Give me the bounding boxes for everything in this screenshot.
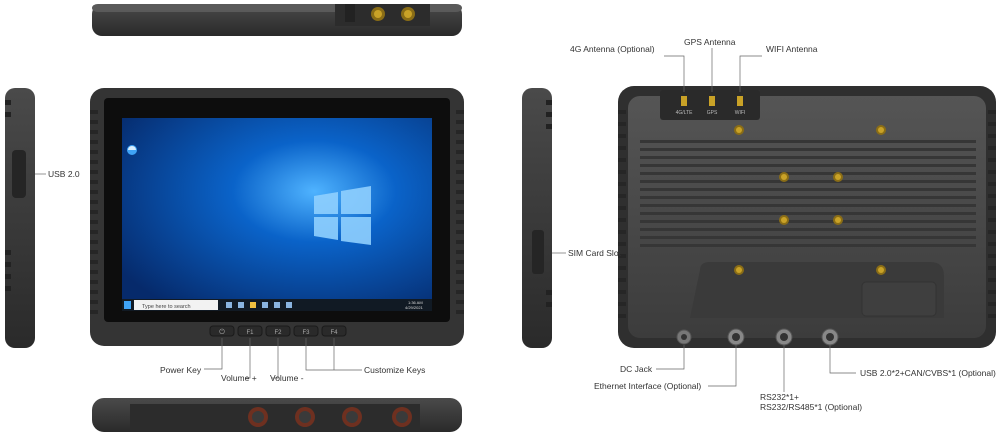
cooling-fins — [640, 140, 976, 247]
label-dc-jack: DC Jack — [620, 364, 653, 374]
taskbar-search-box — [134, 300, 218, 310]
label-rs232-line1: RS232*1+ — [760, 392, 799, 402]
bottom-edge-view — [92, 398, 462, 432]
key-f2: F2 — [274, 330, 282, 336]
top-gold-connector-1 — [371, 7, 385, 21]
taskview-icon — [226, 302, 232, 308]
label-volume-plus: Volume + — [221, 373, 257, 383]
back-bottom-connectors — [676, 328, 839, 346]
usb-port-cover — [12, 150, 26, 198]
antenna-wifi-marking: WIFI — [735, 110, 746, 116]
function-keys: ⏻ F1 F2 F3 F4 — [209, 325, 347, 337]
key-f1: F1 — [246, 330, 254, 336]
edge-icon — [127, 145, 137, 155]
key-f3: F3 — [302, 330, 310, 336]
taskbar-search-placeholder: Type here to search — [142, 304, 191, 310]
label-power-key: Power Key — [160, 365, 202, 375]
mount-screws — [734, 125, 886, 275]
leader-lines — [35, 48, 856, 392]
antenna-4g-connector — [681, 96, 687, 106]
antenna-gps-connector — [709, 96, 715, 106]
bottom-connector-1 — [248, 407, 268, 427]
tablet-screen: Type here to search 1:36 AM 4/29/2021 — [122, 118, 432, 311]
right-side-view — [522, 88, 552, 348]
top-edge-view — [92, 4, 462, 36]
start-button-icon — [124, 301, 131, 309]
label-sim-card-slot: SIM Card Slot — [568, 248, 621, 258]
antenna-gps-marking: GPS — [707, 110, 718, 116]
mail-icon — [274, 302, 280, 308]
antenna-wifi-connector — [737, 96, 743, 106]
left-side-view — [5, 88, 35, 348]
label-usb20: USB 2.0 — [48, 169, 80, 179]
label-ethernet-interface: Ethernet Interface (Optional) — [594, 381, 702, 391]
label-volume-minus: Volume - — [270, 373, 304, 383]
bottom-connector-4 — [392, 407, 412, 427]
top-gold-connector-2 — [401, 7, 415, 21]
taskbar-date: 4/29/2021 — [405, 305, 424, 310]
bottom-connector-2 — [295, 407, 315, 427]
front-view: Type here to search 1:36 AM 4/29/2021 ⏻ … — [90, 88, 464, 346]
label-gps-antenna: GPS Antenna — [684, 37, 736, 47]
antenna-4g-marking: 4G/LTE — [676, 110, 694, 116]
bottom-connector-3 — [342, 407, 362, 427]
label-4g-antenna: 4G Antenna (Optional) — [570, 44, 655, 54]
sim-slot-cover — [532, 230, 544, 274]
file-explorer-icon — [250, 302, 256, 308]
edge-taskbar-icon — [238, 302, 244, 308]
windows-logo-icon — [314, 186, 371, 245]
back-view: 4G/LTE GPS WIFI — [618, 86, 996, 348]
taskbar-time: 1:36 AM — [408, 300, 423, 305]
key-f4: F4 — [330, 330, 338, 336]
label-customize-keys: Customize Keys — [364, 365, 426, 375]
store-icon — [262, 302, 268, 308]
camera-icon — [286, 302, 292, 308]
label-wifi-antenna: WIFI Antenna — [766, 44, 818, 54]
power-key-icon: ⏻ — [219, 328, 225, 336]
label-usb-can-cvbs: USB 2.0*2+CAN/CVBS*1 (Optional) — [860, 368, 996, 378]
label-rs232-line2: RS232/RS485*1 (Optional) — [760, 402, 863, 412]
